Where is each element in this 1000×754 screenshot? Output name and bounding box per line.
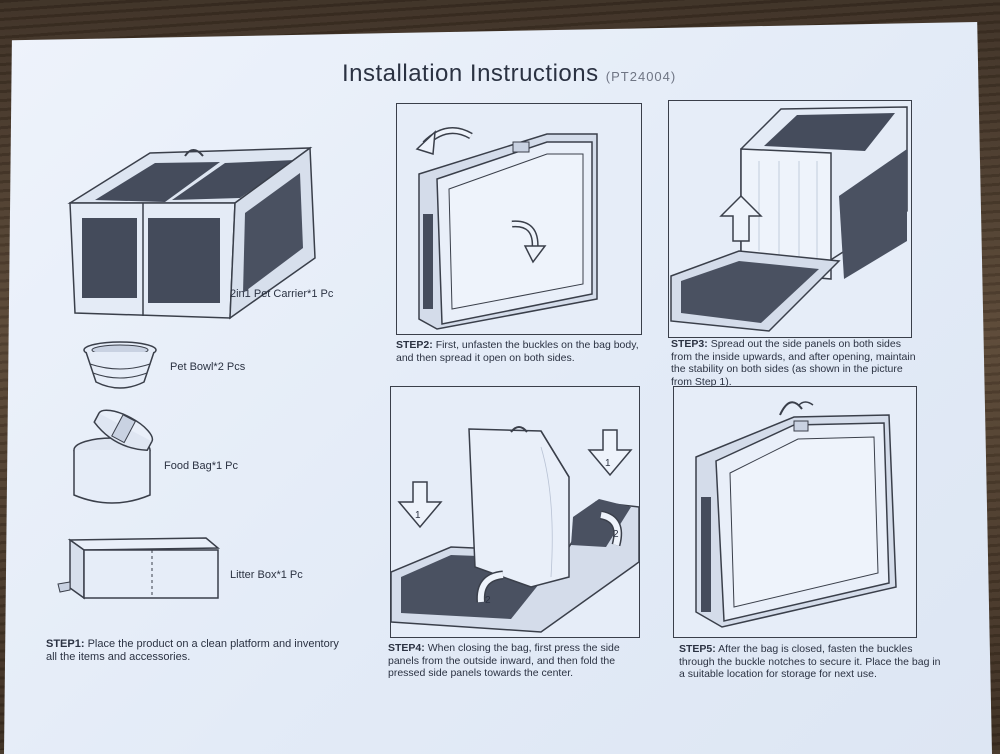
step2-illustration-panel [396, 103, 642, 335]
pet-carrier-icon [67, 146, 316, 320]
closed-carrier-icon [695, 401, 897, 628]
step4-caption: STEP4: When closing the bag, first press… [388, 642, 650, 680]
step4-text: When closing the bag, first press the si… [388, 642, 620, 679]
arrow-number-1b: 1 [605, 458, 611, 469]
step3-caption: STEP3: Spread out the side panels on bot… [671, 338, 921, 388]
step5-text: After the bag is closed, fasten the buck… [679, 643, 941, 680]
step1-caption: STEP1: Place the product on a clean plat… [46, 638, 346, 664]
item-label-food-bag: Food Bag*1 Pc [164, 460, 238, 472]
step4-label: STEP4: [388, 642, 425, 654]
closing-carrier-icon: 1 1 2 2 [390, 426, 640, 633]
litter-box-icon [57, 537, 221, 600]
step2-text: First, unfasten the buckles on the bag b… [396, 339, 639, 364]
step2-label: STEP2: [396, 339, 433, 351]
step1-label: STEP1: [46, 638, 85, 650]
food-bag-icon [73, 409, 154, 504]
model-number: (PT24004) [605, 69, 677, 84]
folded-carrier-icon [415, 127, 598, 330]
step4-illustration-panel: 1 1 2 2 [390, 386, 640, 638]
arrow-number-1a: 1 [415, 510, 421, 521]
step2-caption: STEP2: First, unfasten the buckles on th… [396, 339, 646, 364]
unfolding-carrier-icon [670, 106, 908, 332]
step3-text: Spread out the side panels on both sides… [671, 338, 916, 388]
title-text: Installation Instructions [342, 60, 599, 87]
step1-text: Place the product on a clean platform an… [46, 638, 339, 663]
document-title: Installation Instructions (PT24004) [342, 60, 676, 88]
item-label-litter-box: Litter Box*1 Pc [230, 569, 303, 581]
step5-label: STEP5: [679, 643, 716, 655]
item-label-pet-bowl: Pet Bowl*2 Pcs [170, 361, 246, 373]
step5-illustration-panel [673, 386, 917, 638]
step3-illustration-panel [668, 100, 912, 338]
arrow-number-2b: 2 [613, 529, 619, 540]
arrow-number-2a: 2 [485, 595, 491, 606]
item-label-pet-carrier: 2in1 Pet Carrier*1 Pc [230, 288, 334, 300]
step3-label: STEP3: [671, 338, 708, 350]
step5-caption: STEP5: After the bag is closed, fasten t… [679, 643, 949, 681]
pet-bowl-icon [83, 341, 157, 389]
